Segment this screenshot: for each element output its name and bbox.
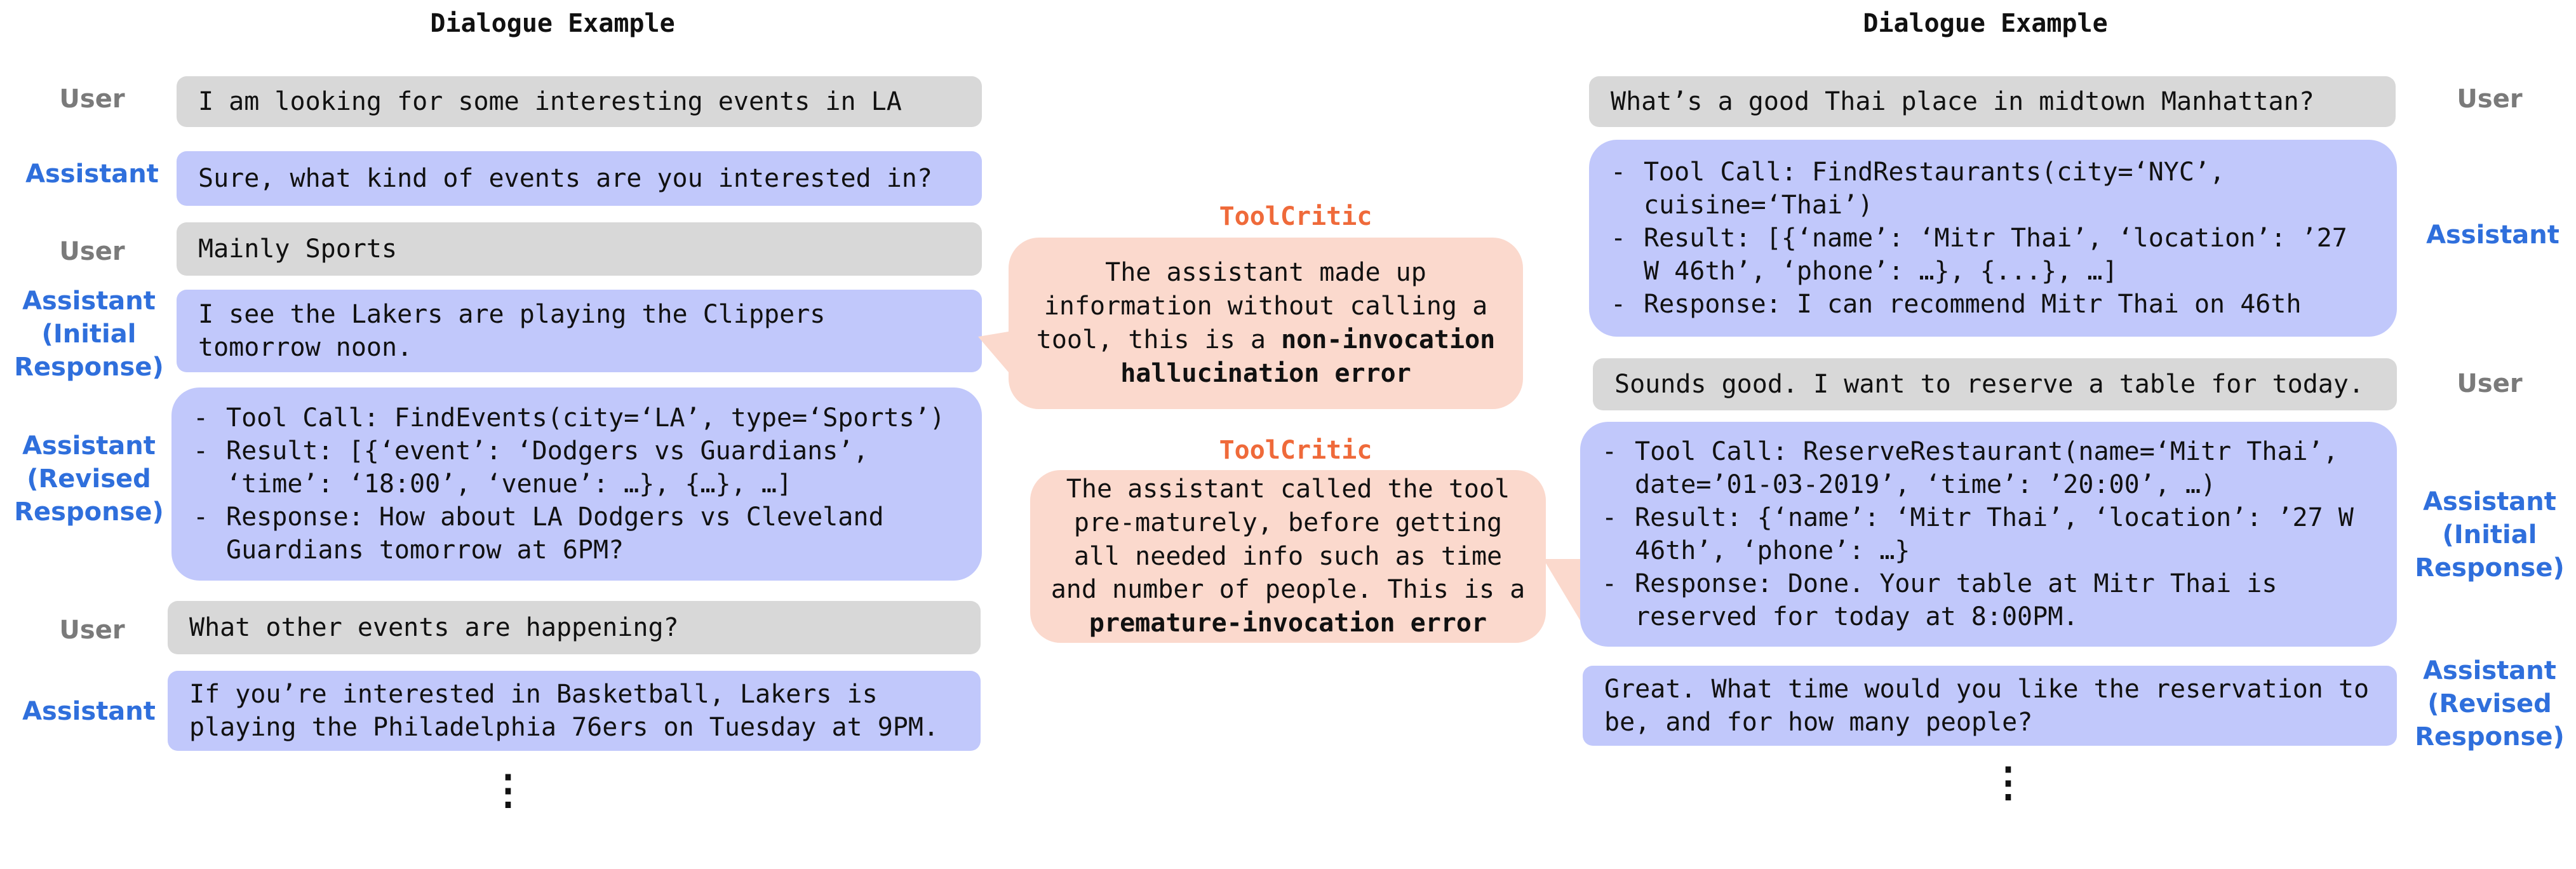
right-assistant-revised-bubble: Great. What time would you like the rese… [1583, 666, 2397, 746]
critic-2-text: The assistant called the tool pre-mature… [1050, 475, 1526, 638]
critic-1-text: The assistant made up information withou… [1036, 258, 1496, 388]
left-role-assistant-1: Assistant [25, 159, 159, 189]
right-role-assistant-1: Assistant [2426, 220, 2559, 250]
left-assistant-text-2: If you’re interested in Basketball, Lake… [189, 680, 939, 742]
left-user-bubble-2: Mainly Sports [177, 222, 982, 276]
right-role-assistant-revised: Assistant (Revised Response) [2415, 656, 2565, 751]
left-revised-item-2: -Result: [{‘event’: ‘Dodgers vs Guardian… [193, 436, 869, 499]
right-initial-item-3: -Response: Done. Your table at Mitr Thai… [1602, 569, 2277, 631]
left-panel-title: Dialogue Example [430, 9, 675, 38]
left-assistant-bubble-2: If you’re interested in Basketball, Lake… [168, 671, 981, 751]
left-revised-item-3: -Response: How about LA Dodgers vs Cleve… [193, 502, 884, 565]
left-assistant-bubble-1: Sure, what kind of events are you intere… [177, 151, 982, 206]
left-assistant-revised-bubble: -Tool Call: FindEvents(city=‘LA’, type=‘… [171, 387, 982, 581]
left-assistant-initial-text: I see the Lakers are playing the Clipper… [198, 300, 826, 362]
left-user-text-3: What other events are happening? [189, 613, 679, 642]
right-user-bubble-2: Sounds good. I want to reserve a table f… [1593, 358, 2397, 410]
left-role-assistant-2: Assistant [22, 697, 156, 726]
left-user-text-2: Mainly Sports [198, 234, 398, 264]
right-assistant-item-1: -Tool Call: FindRestaurants(city=‘NYC’, … [1611, 158, 2225, 220]
right-user-bubble-1: What’s a good Thai place in midtown Manh… [1589, 76, 2396, 127]
left-role-user-3: User [59, 616, 125, 645]
left-user-bubble-3: What other events are happening? [168, 601, 981, 654]
left-revised-item-1: -Tool Call: FindEvents(city=‘LA’, type=‘… [193, 403, 945, 433]
left-user-text-1: I am looking for some interesting events… [198, 87, 902, 116]
right-panel-title: Dialogue Example [1863, 9, 2108, 38]
right-assistant-item-2: -Result: [{‘name’: ‘Mitr Thai’, ‘locatio… [1611, 224, 2347, 286]
left-role-assistant-revised: Assistant (Revised Response) [14, 431, 164, 527]
critic-2-tail [1543, 559, 1581, 623]
right-user-text-2: Sounds good. I want to reserve a table f… [1614, 370, 2365, 399]
right-user-text-1: What’s a good Thai place in midtown Manh… [1611, 87, 2314, 116]
left-role-user-2: User [59, 237, 125, 266]
right-initial-item-1: -Tool Call: ReserveRestaurant(name=‘Mitr… [1602, 437, 2338, 499]
right-assistant-initial-bubble: -Tool Call: ReserveRestaurant(name=‘Mitr… [1580, 422, 2397, 647]
left-ellipsis: ⋮ [488, 767, 528, 814]
right-initial-item-2: -Result: {‘name’: ‘Mitr Thai’, ‘location… [1602, 503, 2354, 565]
right-ellipsis: ⋮ [1988, 759, 2029, 806]
critic-2-bubble: The assistant called the tool pre-mature… [1030, 470, 1546, 643]
critic-1-tail [978, 330, 1016, 381]
right-assistant-bubble-1: -Tool Call: FindRestaurants(city=‘NYC’, … [1589, 140, 2397, 337]
critic-2-title: ToolCritic [1219, 436, 1372, 465]
left-assistant-initial-bubble: I see the Lakers are playing the Clipper… [177, 290, 982, 372]
left-assistant-text-1: Sure, what kind of events are you intere… [198, 164, 932, 193]
right-role-user-2: User [2457, 369, 2523, 398]
right-role-user-1: User [2457, 84, 2523, 114]
left-role-user-1: User [59, 84, 125, 114]
right-assistant-revised-text: Great. What time would you like the rese… [1604, 675, 2370, 737]
right-assistant-item-3: -Response: I can recommend Mitr Thai on … [1611, 290, 2302, 319]
right-role-assistant-initial: Assistant (Initial Response) [2415, 487, 2565, 583]
critic-1-bubble: The assistant made up information withou… [1009, 238, 1523, 409]
critic-1-title: ToolCritic [1219, 202, 1372, 231]
left-role-assistant-initial: Assistant (Initial Response) [14, 286, 164, 382]
left-user-bubble-1: I am looking for some interesting events… [177, 76, 982, 127]
